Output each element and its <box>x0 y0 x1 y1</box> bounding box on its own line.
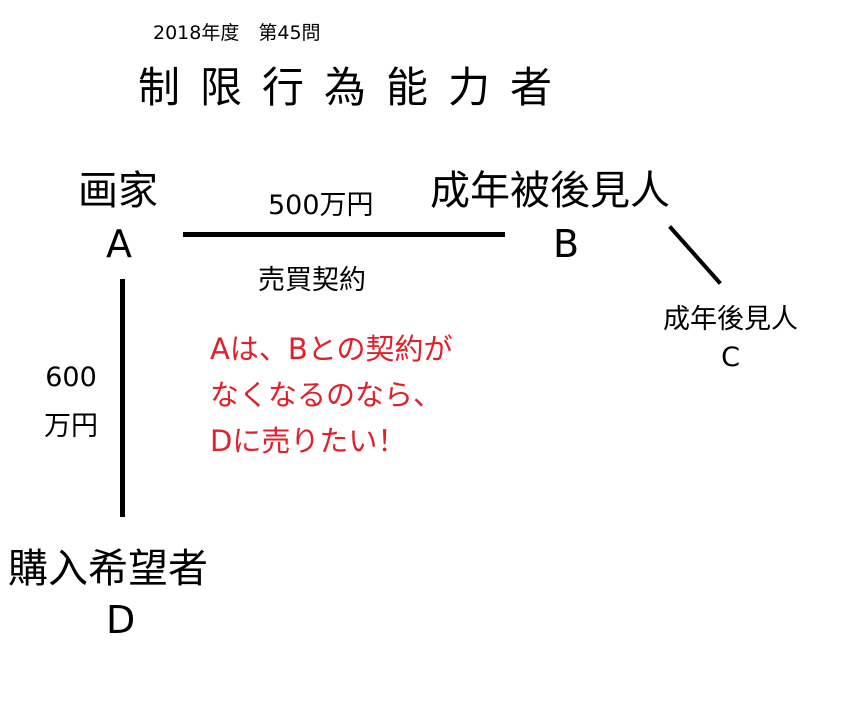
note-line: なくなるのなら、 <box>210 378 443 412</box>
note-line: Dに売りたい！ <box>210 424 407 458</box>
ab-price-label: 500万円 <box>268 190 374 221</box>
ad-price-line2: 万円 <box>44 411 98 442</box>
party-b-letter: B <box>553 222 580 266</box>
bc-guardian-line <box>668 225 722 285</box>
a-intention-note: Aは、Bとの契約が なくなるのなら、 Dに売りたい！ <box>210 326 452 464</box>
ab-contract-label: 売買契約 <box>258 265 366 296</box>
page-title: 制限行為能力者 <box>138 63 573 112</box>
party-c-role: 成年後見人 <box>663 304 798 335</box>
ab-contract-line <box>183 232 505 237</box>
party-d-role: 購入希望者 <box>8 546 208 592</box>
party-a-letter: A <box>106 222 132 266</box>
party-d-letter: D <box>106 598 136 642</box>
party-b-role: 成年被後見人 <box>430 168 670 214</box>
ad-offer-line <box>120 279 125 517</box>
note-line: Aは、Bとの契約が <box>210 332 453 366</box>
ad-price-line1: 600 <box>45 362 97 393</box>
party-c-letter: C <box>721 342 740 373</box>
exam-label: 2018年度 第45問 <box>153 22 321 44</box>
party-a-role: 画家 <box>78 168 158 214</box>
